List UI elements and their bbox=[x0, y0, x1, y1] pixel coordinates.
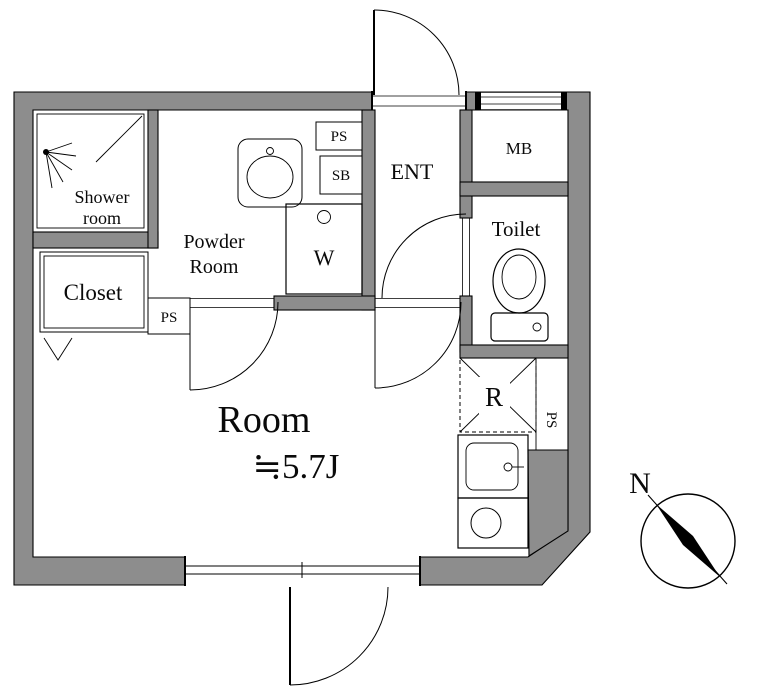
entrance-door-arc bbox=[373, 9, 460, 96]
room-door-arc bbox=[374, 301, 462, 389]
powder-door bbox=[189, 301, 279, 391]
room-size-label: ≒5.7J bbox=[253, 447, 340, 486]
bottom-window bbox=[184, 554, 421, 588]
toilet-door bbox=[381, 213, 467, 299]
entrance-doorway bbox=[371, 90, 467, 113]
toilet-label: Toilet bbox=[492, 217, 541, 241]
compass-icon: N bbox=[629, 467, 736, 589]
ps-top-label: PS bbox=[331, 129, 348, 145]
ps-shaft-right: PS bbox=[535, 357, 569, 451]
compass-needle bbox=[656, 504, 720, 577]
door-thresholds bbox=[190, 218, 470, 308]
shower-room: Shower room bbox=[36, 113, 145, 229]
closet: Closet bbox=[39, 251, 149, 361]
entrance-label: ENT bbox=[391, 159, 434, 184]
refrigerator-space: R bbox=[459, 357, 537, 433]
shower-icon bbox=[43, 142, 77, 189]
washbasin-icon bbox=[237, 138, 303, 208]
balcony-door-arc bbox=[289, 586, 389, 686]
meter-box-label: MB bbox=[506, 139, 532, 158]
powder-door-arc bbox=[189, 301, 279, 391]
powder-room-label-1: Powder bbox=[183, 231, 244, 253]
powder-room-label-2: Room bbox=[190, 256, 239, 278]
sb-label: SB bbox=[332, 168, 350, 184]
main-room: Room ≒5.7J bbox=[218, 399, 340, 486]
refrigerator-label: R bbox=[485, 382, 503, 412]
washer-space: W bbox=[285, 203, 363, 295]
room-door bbox=[374, 301, 462, 389]
ps-right-label: PS bbox=[543, 412, 559, 429]
ps-shaft-closet: PS bbox=[147, 297, 191, 335]
meter-box-doorway bbox=[475, 92, 567, 110]
balcony-door bbox=[289, 586, 389, 686]
powder-room: Powder Room bbox=[183, 138, 303, 278]
closet-door-symbol bbox=[43, 337, 73, 361]
meter-box: MB bbox=[506, 139, 532, 158]
room-name-label: Room bbox=[218, 399, 311, 441]
interior-walls bbox=[32, 109, 569, 557]
ps-shaft-top: PS bbox=[315, 121, 363, 151]
stove-icon bbox=[457, 497, 529, 549]
kitchen bbox=[457, 434, 529, 549]
toilet-door-arc bbox=[381, 213, 467, 299]
closet-label: Closet bbox=[64, 280, 123, 305]
entrance-hall: ENT bbox=[373, 9, 460, 184]
north-label: N bbox=[629, 467, 651, 500]
washer-faucet-icon bbox=[317, 210, 331, 224]
toilet-icon bbox=[490, 248, 549, 342]
shower-room-label-1: Shower bbox=[75, 187, 130, 207]
toilet-room: Toilet bbox=[490, 217, 549, 342]
shower-room-label-2: room bbox=[83, 208, 121, 228]
washer-label: W bbox=[314, 245, 335, 270]
sb-box: SB bbox=[319, 155, 363, 195]
ps-closet-label: PS bbox=[161, 310, 178, 326]
